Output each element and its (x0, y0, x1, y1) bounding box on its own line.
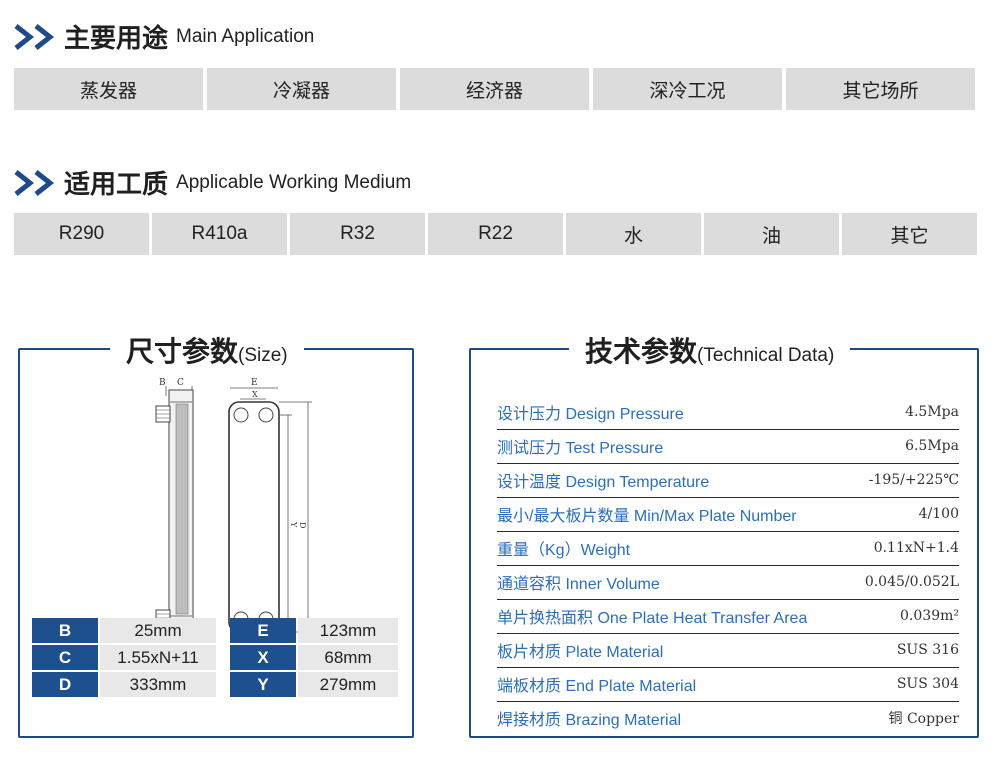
dim-label-d: D (298, 522, 307, 528)
size-key: D (32, 672, 98, 697)
medium-item: R32 (290, 213, 425, 255)
application-item: 深冷工况 (593, 68, 782, 110)
tech-label: 设计压力 Design Pressure (497, 406, 684, 423)
tech-row: 板片材质 Plate Material SUS 316 (497, 633, 959, 668)
size-value: 333mm (100, 672, 216, 697)
tech-value: 0.11xN+1.4 (873, 540, 959, 556)
size-row: C 1.55xN+11 X 68mm (32, 645, 398, 670)
tech-row: 通道容积 Inner Volume 0.045/0.052L (497, 565, 959, 600)
double-chevron-icon (14, 169, 55, 196)
tech-label: 板片材质 Plate Material (497, 644, 664, 661)
size-value: 123mm (298, 618, 398, 643)
application-item: 冷凝器 (207, 68, 396, 110)
tech-label: 测试压力 Test Pressure (497, 440, 664, 457)
tech-value: 0.039m² (900, 608, 959, 624)
size-panel: 尺寸参数(Size) B C E X Y D (18, 330, 414, 738)
size-value: 279mm (298, 672, 398, 697)
working-medium-heading: 适用工质 Applicable Working Medium (14, 164, 411, 201)
tech-value: 0.045/0.052L (864, 574, 959, 590)
tech-row: 测试压力 Test Pressure 6.5Mpa (497, 429, 959, 464)
main-application-heading: 主要用途 Main Application (14, 18, 314, 55)
dim-label-b: B (159, 378, 166, 388)
section-title-en: Applicable Working Medium (176, 171, 412, 193)
tech-label: 单片换热面积 One Plate Heat Transfer Area (497, 610, 808, 627)
port-circle (258, 407, 274, 423)
exchanger-front-view (228, 401, 280, 633)
dim-label-c: C (177, 378, 184, 388)
tech-value: 铜 Copper (888, 711, 960, 727)
medium-item: R410a (152, 213, 287, 255)
panel-title-en: (Size) (238, 345, 288, 366)
main-application-list: 蒸发器 冷凝器 经济器 深冷工况 其它场所 (14, 68, 975, 110)
section-title-en: Main Application (176, 25, 315, 47)
tech-row: 端板材质 End Plate Material SUS 304 (497, 667, 959, 702)
double-chevron-icon (14, 23, 55, 50)
size-table: B 25mm E 123mm C 1.55xN+11 X 68mm D 333m… (32, 618, 398, 699)
heat-exchanger-dimension-diagram: B C E X Y D (155, 378, 312, 633)
tech-label: 焊接材质 Brazing Material (497, 712, 682, 729)
medium-item: R22 (428, 213, 563, 255)
tech-row: 最小/最大板片数量 Min/Max Plate Number 4/100 (497, 497, 959, 532)
tech-label: 通道容积 Inner Volume (497, 576, 660, 593)
size-key: E (230, 618, 296, 643)
tech-label: 最小/最大板片数量 Min/Max Plate Number (497, 508, 797, 525)
dim-label-y: Y (289, 521, 298, 528)
size-row: D 333mm Y 279mm (32, 672, 398, 697)
tech-label: 端板材质 End Plate Material (497, 678, 697, 695)
dim-label-x: X (252, 390, 258, 399)
application-item: 蒸发器 (14, 68, 203, 110)
size-key: X (230, 645, 296, 670)
medium-item: 其它 (842, 213, 977, 255)
tech-row: 重量（Kg）Weight 0.11xN+1.4 (497, 531, 959, 566)
panel-title-cn: 尺寸参数 (126, 336, 239, 367)
working-medium-list: R290 R410a R32 R22 水 油 其它 (14, 213, 977, 255)
section-title-cn: 适用工质 (64, 169, 169, 199)
tech-value: -195/+225℃ (868, 472, 959, 488)
tech-value: 4.5Mpa (905, 404, 959, 420)
size-panel-title: 尺寸参数(Size) (110, 330, 304, 370)
tech-label: 设计温度 Design Temperature (497, 474, 710, 491)
panel-title-en: (Technical Data) (697, 345, 835, 366)
technical-panel: 技术参数(Technical Data) 设计压力 Design Pressur… (469, 330, 979, 738)
section-title-cn: 主要用途 (64, 23, 169, 53)
tech-row: 焊接材质 Brazing Material 铜 Copper (497, 701, 959, 735)
tech-value: 6.5Mpa (905, 438, 959, 454)
panel-title-cn: 技术参数 (585, 336, 698, 367)
tech-value: SUS 316 (896, 642, 959, 658)
application-item: 其它场所 (786, 68, 975, 110)
dim-label-e: E (251, 378, 258, 388)
port-circle (233, 407, 249, 423)
size-key: B (32, 618, 98, 643)
application-item: 经济器 (400, 68, 589, 110)
medium-item: R290 (14, 213, 149, 255)
tech-value: SUS 304 (896, 676, 959, 692)
tech-value: 4/100 (918, 506, 959, 522)
medium-item: 油 (704, 213, 839, 255)
size-value: 1.55xN+11 (100, 645, 216, 670)
size-value: 68mm (298, 645, 398, 670)
tech-row: 单片换热面积 One Plate Heat Transfer Area 0.03… (497, 599, 959, 634)
size-key: C (32, 645, 98, 670)
size-row: B 25mm E 123mm (32, 618, 398, 643)
technical-panel-title: 技术参数(Technical Data) (569, 330, 851, 370)
medium-item: 水 (566, 213, 701, 255)
size-key: Y (230, 672, 296, 697)
size-value: 25mm (100, 618, 216, 643)
tech-row: 设计压力 Design Pressure 4.5Mpa (497, 395, 959, 430)
tech-row: 设计温度 Design Temperature -195/+225℃ (497, 463, 959, 498)
tech-label: 重量（Kg）Weight (497, 542, 631, 559)
